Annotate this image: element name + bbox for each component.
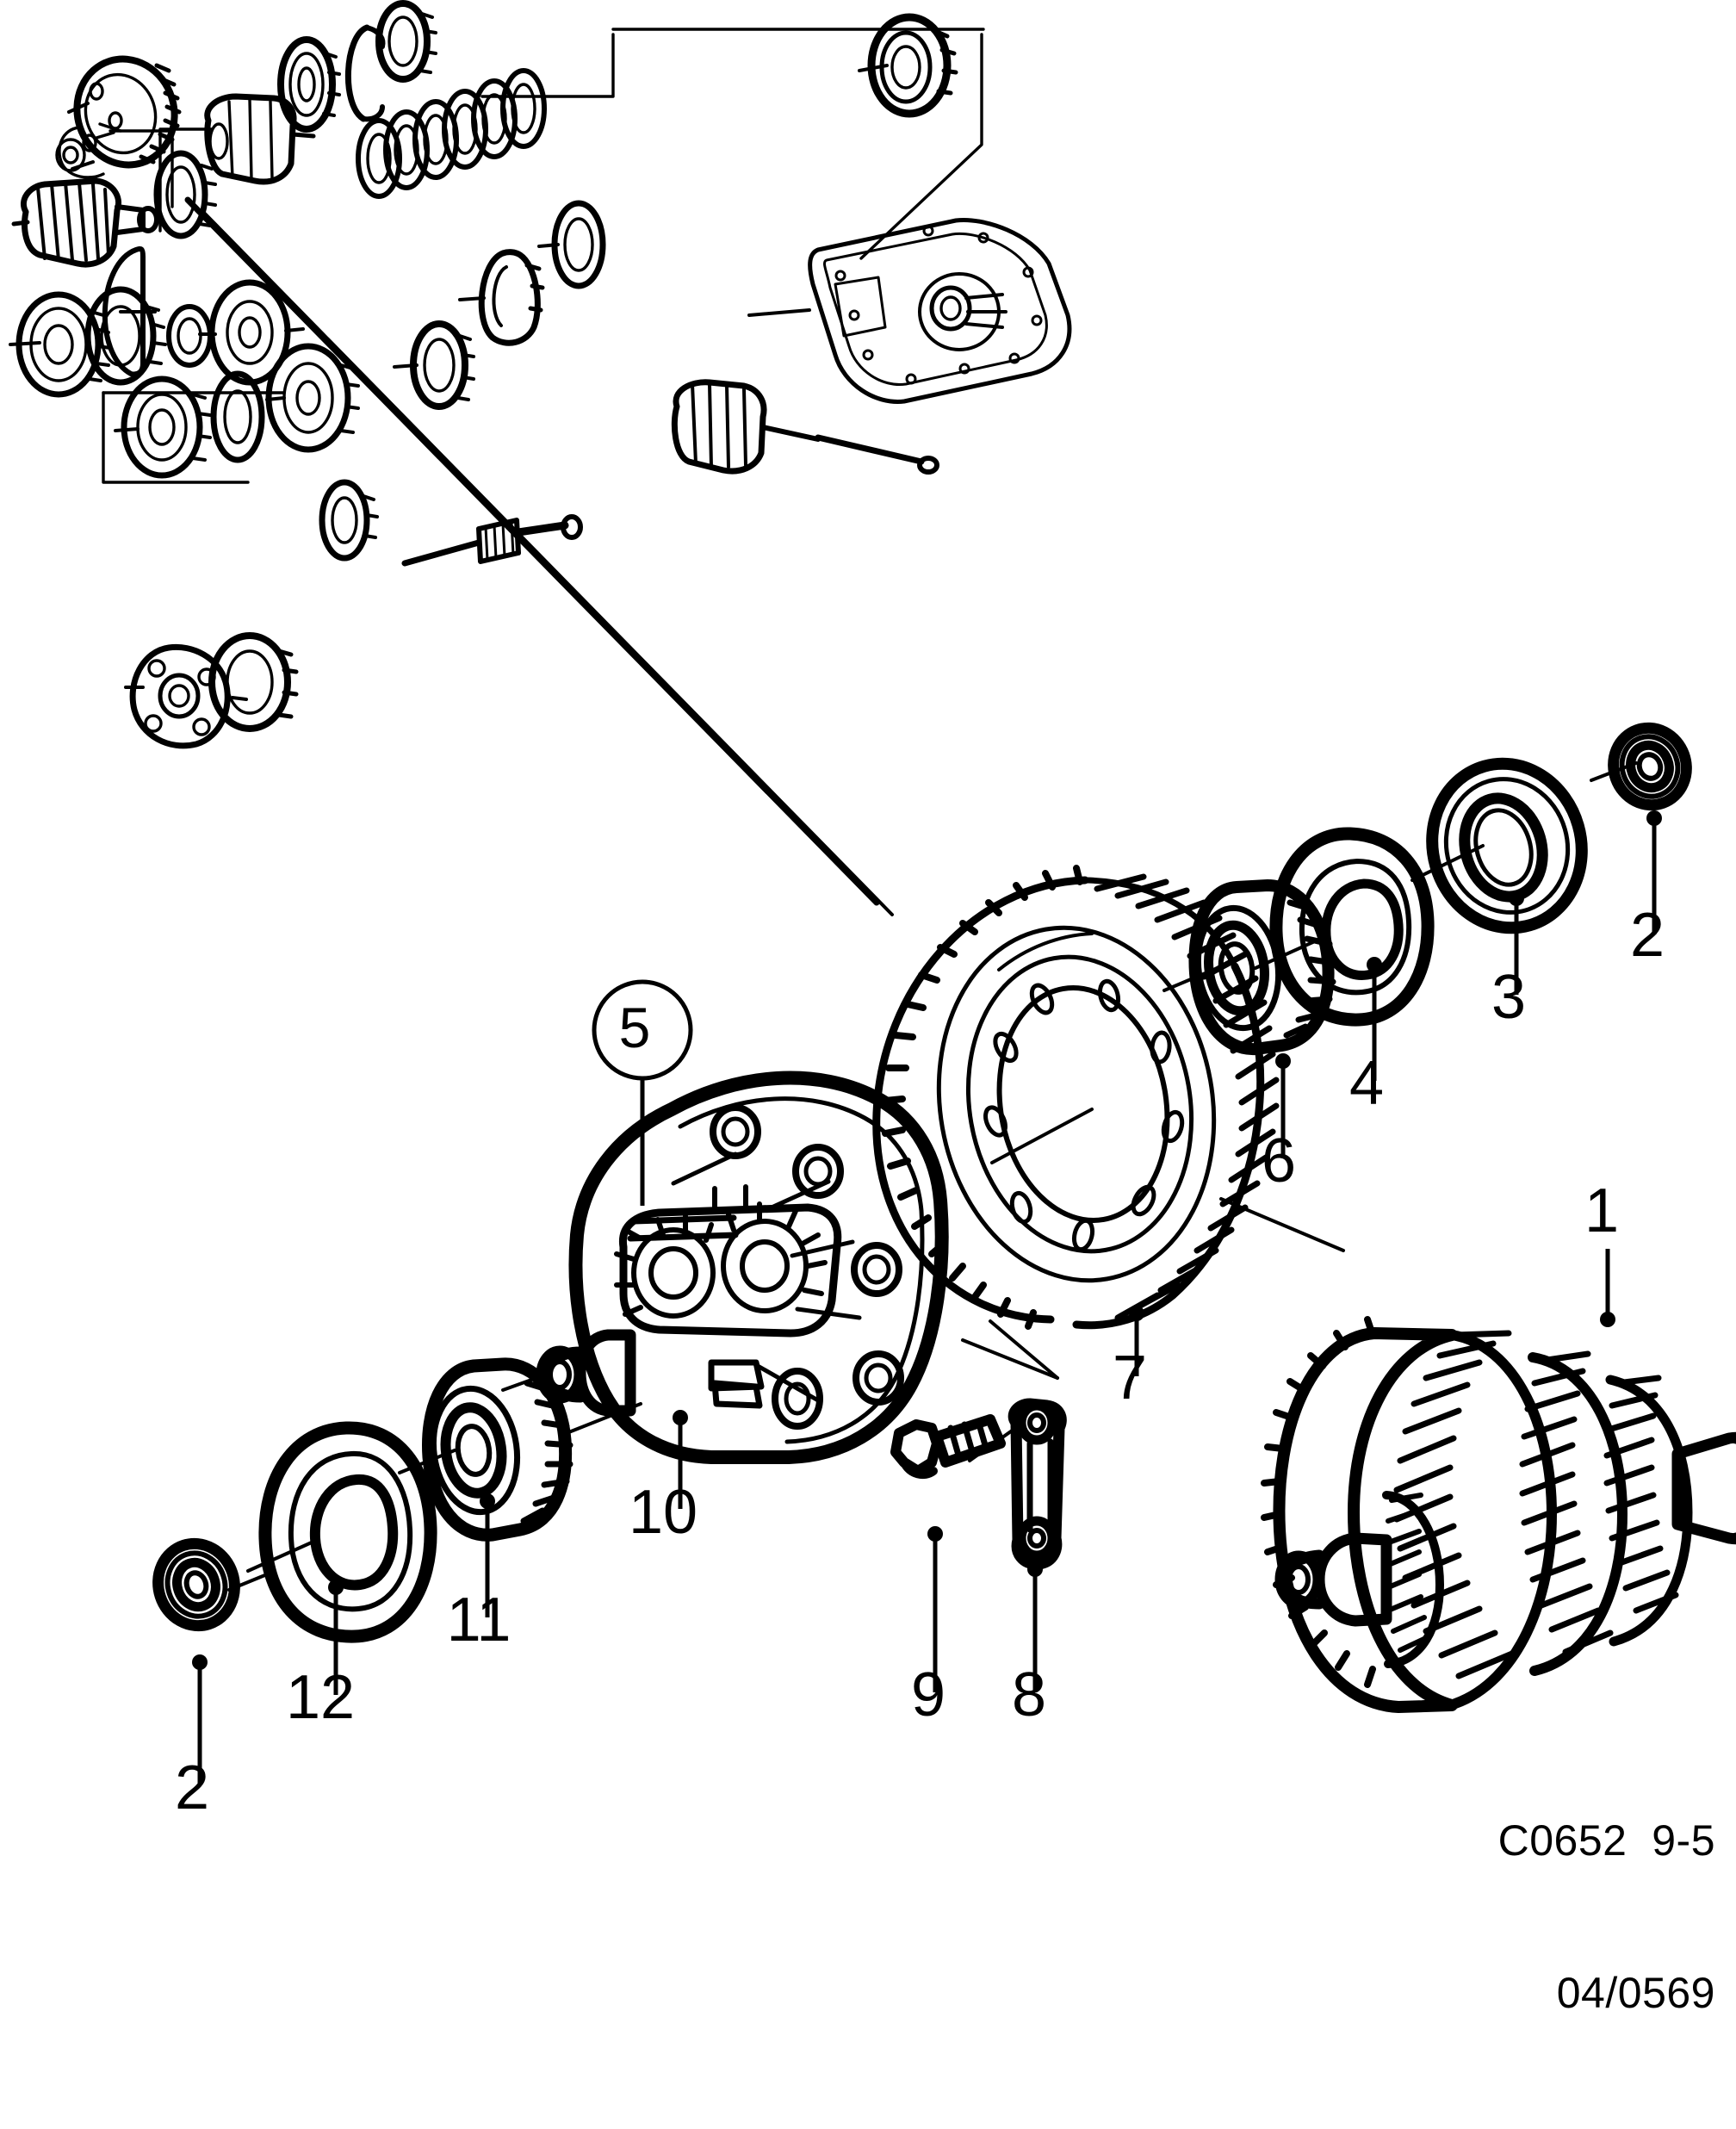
callout-dot-marker: [1275, 1053, 1291, 1069]
ghost-gearbox-end-cover: [747, 217, 1072, 404]
ghost-ring-stack-far-right: [537, 200, 606, 289]
ghost-lower-gear-row: [114, 343, 360, 479]
callout-4-tapered-roller-bearing-cup-right[interactable]: 4: [1349, 957, 1384, 1118]
final-drive-exploded-view: [152, 722, 1736, 1713]
ghost-differential-unit: [55, 55, 182, 179]
callout-11-tapered-roller-bearing-cone-left[interactable]: 11: [447, 1493, 512, 1654]
ghost-clutch-plate-stack: [356, 68, 547, 199]
footer-reference-code: C0652 9-5: [1497, 1816, 1715, 1865]
callout-12-bearing-outer-race-left[interactable]: 12: [286, 1580, 355, 1732]
ghost-planetary-carrier: [124, 643, 248, 749]
callout-number-label: 3: [1491, 963, 1526, 1032]
callout-number-label: 2: [175, 1753, 209, 1822]
ghost-pinion-shaft: [11, 177, 159, 268]
part-bearing-outer-race-left: [246, 1421, 437, 1643]
callout-number-label: 2: [1630, 901, 1665, 970]
callout-dot-marker: [673, 1410, 688, 1425]
part-bearing-cone-left: [398, 1357, 642, 1542]
callout-number-label: 10: [629, 1478, 698, 1547]
callout-number-label: 8: [1012, 1660, 1046, 1729]
part-oil-seal-right: [1590, 722, 1692, 811]
ghost-clutch-hub: [204, 93, 316, 185]
ghost-input-shaft: [401, 514, 583, 567]
ghost-idler-disc: [102, 246, 157, 377]
callout-dot-marker: [1367, 957, 1382, 972]
callout-8-lock-plate-retainer-strap[interactable]: 8: [1012, 1561, 1046, 1729]
callout-number-label: 1: [1584, 1176, 1619, 1245]
ghost-small-hub-row: [319, 479, 379, 562]
callout-1-output-shaft-cluster-gear-assembly[interactable]: 1: [1584, 1176, 1619, 1327]
ghost-bearing-cone-upper-right: [858, 13, 958, 118]
ghost-synchro-ring-upper: [375, 0, 437, 83]
ghost-gearbox-context-assembly: [9, 0, 1072, 916]
callout-2-oil-seal-left[interactable]: 2: [175, 1654, 209, 1822]
part-crown-wheel-ring-gear: [872, 865, 1280, 1330]
callout-dot-marker: [1027, 1561, 1043, 1577]
callout-10-differential-carrier-housing[interactable]: 10: [629, 1410, 698, 1547]
part-output-cluster-gear-assembly: [1261, 1316, 1736, 1713]
part-differential-carrier-housing: [501, 1071, 949, 1464]
callout-9-hex-flange-bolt[interactable]: 9: [911, 1526, 946, 1729]
callout-dot-marker: [328, 1580, 344, 1595]
callout-3-bearing-outer-race-right[interactable]: 3: [1491, 891, 1526, 1032]
callout-number-label: 11: [447, 1586, 512, 1654]
ghost-bearing-race-center: [277, 36, 341, 133]
leader-ringgear-to-lockplate: [989, 1319, 1059, 1380]
callout-number-label: 4: [1349, 1049, 1384, 1118]
callout-dot-marker: [1509, 891, 1524, 906]
callout-number-label: 6: [1262, 1127, 1296, 1195]
callout-number-label: 7: [1113, 1344, 1147, 1412]
callout-number-label: 9: [911, 1660, 946, 1729]
footer-revision-code: 04/0569: [1556, 1969, 1715, 2017]
assembly-axis-lines: [1219, 1197, 1345, 1252]
ghost-synchro-ring-right: [393, 320, 475, 410]
ghost-shift-fork-ring: [458, 249, 545, 346]
callout-6-tapered-roller-bearing-cone-speedo-drive[interactable]: 6: [1262, 1053, 1296, 1195]
callout-number-label: 5: [619, 996, 651, 1059]
ghost-speedo-worm-gear: [671, 379, 939, 475]
callout-dot-marker: [192, 1654, 208, 1670]
part-lock-plate-retainer: [968, 1398, 1067, 1570]
callout-dot-marker: [927, 1526, 943, 1542]
callout-dot-marker: [1600, 1312, 1615, 1327]
callout-7-crown-wheel-ring-gear[interactable]: 7: [1113, 1306, 1147, 1412]
callout-circle-outline: [592, 979, 693, 1081]
part-hex-flange-bolt: [890, 1414, 1006, 1480]
leader-lockplate-elbow: [961, 1338, 1059, 1380]
part-oil-seal-left: [152, 1537, 269, 1632]
callout-2-oil-seal-right[interactable]: 2: [1630, 810, 1665, 970]
callout-dot-marker: [1646, 810, 1662, 826]
footer-reference-block: C0652 9-5 04/0569: [1498, 1714, 1715, 2120]
callout-number-label: 12: [286, 1663, 355, 1732]
ghost-synchro-ring-left: [153, 150, 217, 239]
callout-5-differential-carrier-circled-reference[interactable]: 5: [592, 979, 693, 1206]
callout-dot-marker: [1129, 1306, 1144, 1321]
callout-dot-marker: [480, 1493, 495, 1509]
